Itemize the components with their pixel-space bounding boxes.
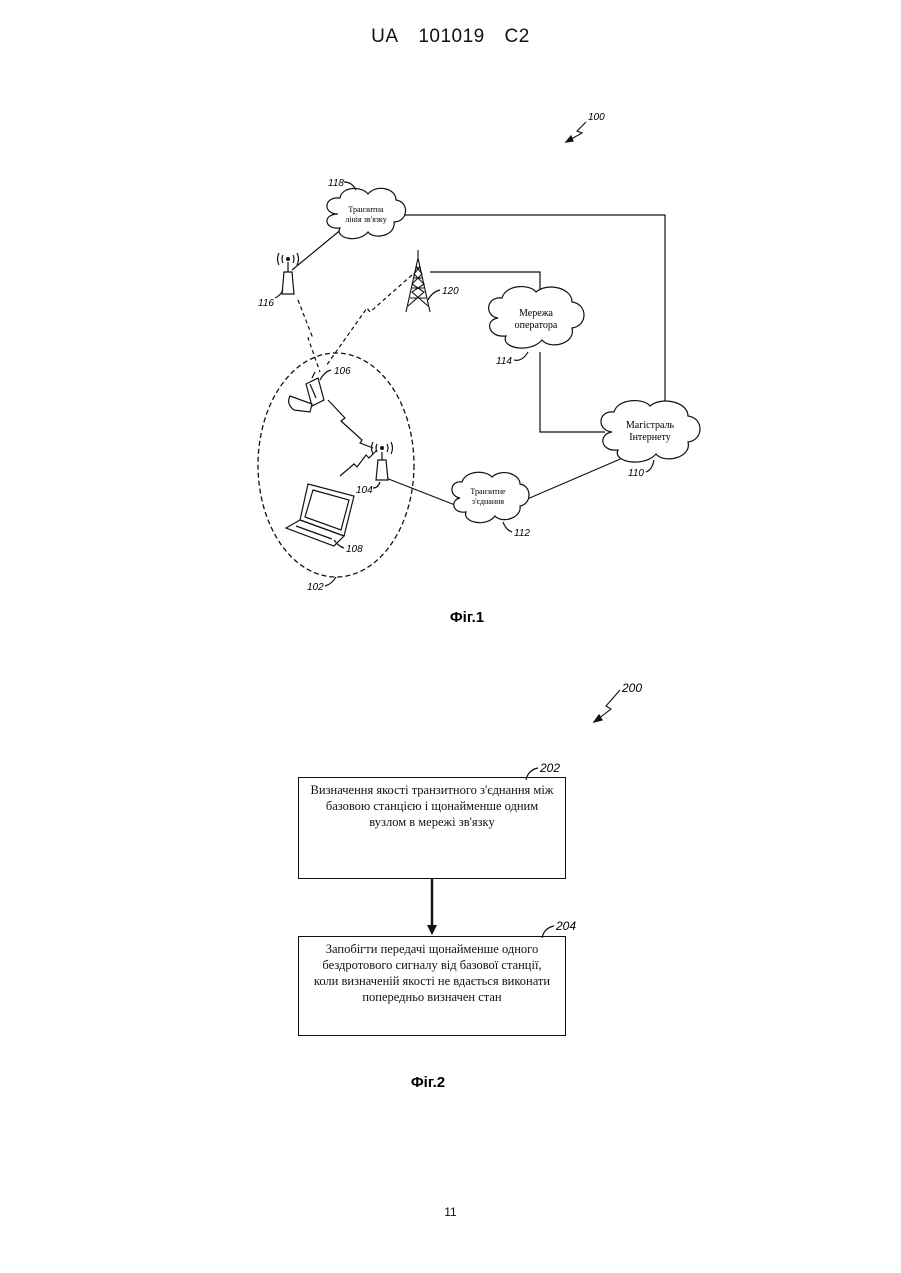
ref-104: 104: [356, 485, 373, 496]
ref-106: 106: [334, 366, 351, 377]
access-point-104: [372, 442, 393, 480]
ref-200: 200: [621, 681, 642, 695]
mobile-phone-106: [289, 372, 324, 412]
ref-118: 118: [328, 178, 344, 189]
ref-204: 204: [555, 919, 576, 933]
ref-100-arrow: [566, 122, 586, 142]
fig2-caption: Фіг.2: [411, 1074, 445, 1091]
ref-100: 100: [588, 112, 605, 123]
fig1-caption: Фіг.1: [450, 609, 484, 626]
wireless-116-106: [298, 300, 320, 372]
cell-tower-120: [406, 250, 430, 312]
link-116-118: [292, 228, 343, 270]
ref-202: 202: [539, 761, 560, 775]
leader-110: [646, 460, 654, 472]
fig1-diagram: [258, 122, 700, 586]
label-transit-conn-2: з'єднання: [472, 497, 505, 506]
leader-114: [514, 352, 528, 360]
flow-step-204-text: Запобігти передачі щонайменше одного без…: [314, 942, 550, 1004]
leader-102: [325, 577, 336, 586]
ref-116: 116: [258, 298, 274, 309]
link-112-110: [525, 457, 625, 500]
ref-200-arrow: [594, 690, 620, 722]
label-backbone-2: Інтернету: [629, 432, 671, 443]
flow-step-204: Запобігти передачі щонайменше одного без…: [298, 936, 566, 1036]
ref-112: 112: [514, 528, 530, 539]
label-transit-conn-1: Транзитне: [470, 487, 506, 496]
laptop-108: [286, 484, 354, 546]
wireless-120-106: [326, 275, 412, 366]
ref-108: 108: [346, 544, 363, 555]
label-transit-link-2: лінія зв'язку: [345, 215, 386, 224]
leader-104: [373, 482, 380, 488]
page-number: 11: [0, 1205, 901, 1219]
flow-step-202-text: Визначення якості транзитного з'єднання …: [311, 783, 554, 829]
wireless-108-104: [340, 450, 377, 476]
leader-106: [320, 370, 331, 380]
ref-120: 120: [442, 286, 459, 297]
access-point-116: [278, 253, 299, 294]
ref-114: 114: [496, 356, 512, 367]
leader-112: [503, 522, 512, 532]
wireless-106-104: [328, 400, 373, 448]
ref-102: 102: [307, 582, 324, 593]
ref-110: 110: [628, 468, 644, 479]
label-transit-link-1: Транзитна: [348, 205, 384, 214]
leader-120: [428, 290, 440, 300]
label-backbone-1: Магістраль: [626, 420, 675, 431]
flow-step-202: Визначення якості транзитного з'єднання …: [298, 777, 566, 879]
link-114-110: [540, 352, 605, 432]
label-operator-1: Мережа: [519, 308, 554, 319]
label-operator-2: оператора: [515, 320, 558, 331]
link-104-112: [386, 478, 455, 505]
